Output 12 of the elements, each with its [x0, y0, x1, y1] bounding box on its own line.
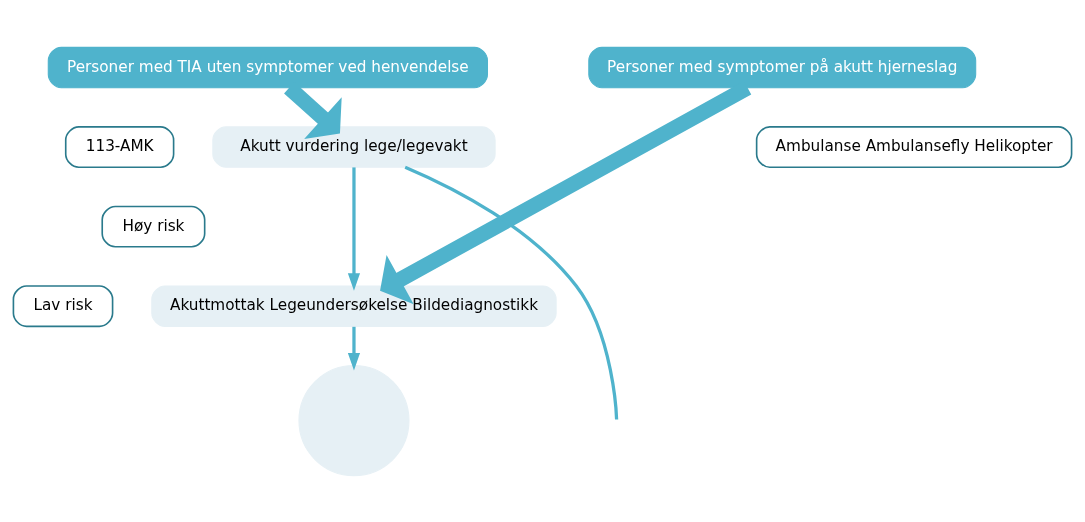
node-box: 113-AMK — [64, 125, 175, 168]
arrow — [347, 326, 361, 370]
node-box: Personer med symptomer på akutt hjerneslag — [588, 46, 977, 88]
node-box: Høy risk — [101, 205, 206, 248]
node-box: Akutt vurdering lege/legevakt — [212, 125, 496, 168]
node-circle — [298, 364, 410, 476]
node-box: Lav risk — [12, 284, 114, 327]
node-box: Personer med TIA uten symptomer ved henvendelse — [47, 46, 488, 88]
connector — [404, 165, 619, 420]
arrow — [347, 166, 361, 291]
node-box: Akuttmottak Legeundersøkelse Bildediagnostikk — [151, 284, 557, 327]
node-box: Ambulanse Ambulansefly Helikopter — [755, 125, 1073, 168]
